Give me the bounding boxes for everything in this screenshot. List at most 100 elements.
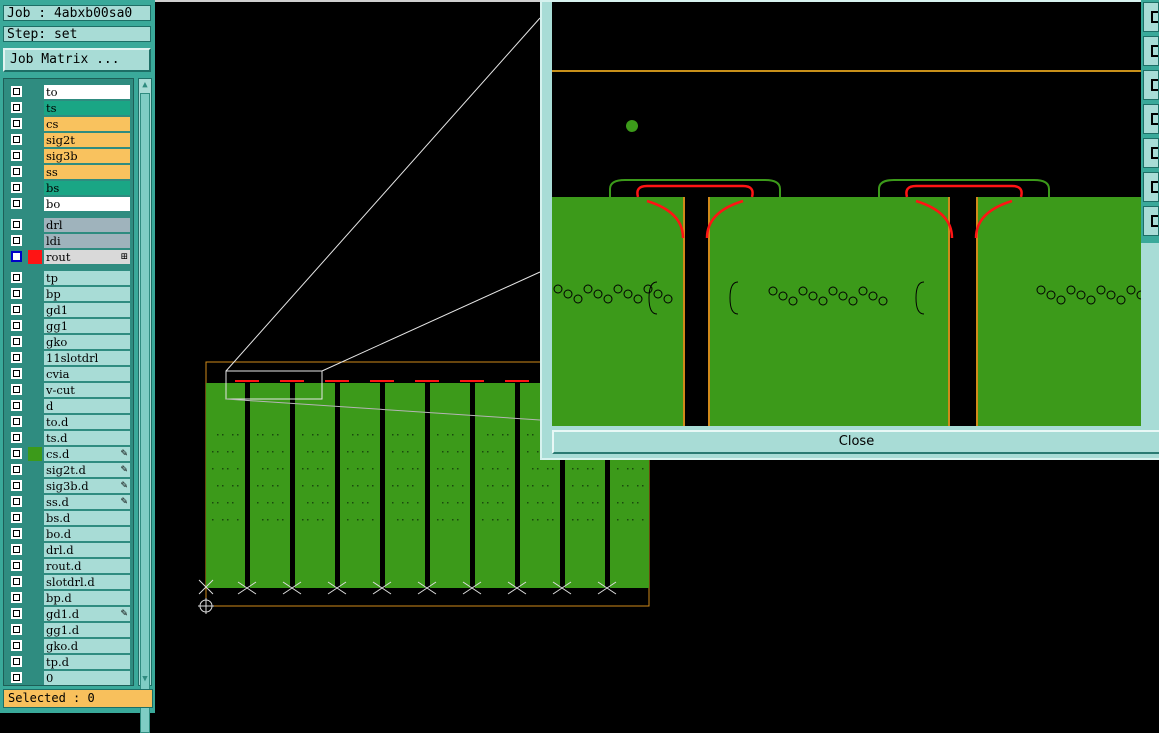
layer-name[interactable]: rout.d <box>44 559 130 573</box>
checkbox-icon[interactable] <box>11 560 22 571</box>
layer-name[interactable]: bo <box>44 197 130 211</box>
layer-name[interactable]: ss.d✎ <box>44 495 130 509</box>
layer-row[interactable]: gg1.d <box>8 623 130 637</box>
layer-row[interactable]: sig3b.d✎ <box>8 479 130 493</box>
checkbox-icon[interactable] <box>11 544 22 555</box>
layer-name[interactable]: bo.d <box>44 527 130 541</box>
checkbox-icon[interactable] <box>11 235 22 246</box>
layer-name[interactable]: gg1 <box>44 319 130 333</box>
close-button[interactable]: Close <box>552 430 1159 454</box>
checkbox-icon[interactable] <box>11 448 22 459</box>
layer-row[interactable]: bo.d <box>8 527 130 541</box>
layer-row[interactable]: cvia <box>8 367 130 381</box>
checkbox-icon[interactable] <box>11 166 22 177</box>
checkbox-icon[interactable] <box>11 608 22 619</box>
checkbox-icon[interactable] <box>11 288 22 299</box>
checkbox-icon[interactable] <box>11 134 22 145</box>
checkbox-icon[interactable] <box>11 496 22 507</box>
checkbox-icon[interactable] <box>11 576 22 587</box>
step-name-field[interactable]: Step: set <box>3 26 151 42</box>
checkbox-icon[interactable] <box>11 624 22 635</box>
checkbox-icon[interactable] <box>11 368 22 379</box>
checkbox-icon[interactable] <box>11 102 22 113</box>
layer-name[interactable]: tp <box>44 271 130 285</box>
toolbar-icon[interactable] <box>1143 70 1159 100</box>
checkbox-icon[interactable] <box>11 352 22 363</box>
scroll-down-arrow-icon[interactable]: ▼ <box>142 674 148 684</box>
layer-name[interactable]: v-cut <box>44 383 130 397</box>
checkbox-icon[interactable] <box>11 219 22 230</box>
layer-name[interactable]: cs <box>44 117 130 131</box>
layer-row[interactable]: drl <box>8 218 130 232</box>
layer-row[interactable]: gko <box>8 335 130 349</box>
layer-name[interactable]: bp.d <box>44 591 130 605</box>
toolbar-icon[interactable] <box>1143 2 1159 32</box>
layer-row[interactable]: ts <box>8 101 130 115</box>
layer-name[interactable]: rout⊞ <box>44 250 130 264</box>
zoom-region-box[interactable] <box>225 370 323 400</box>
layer-row[interactable]: rout.d <box>8 559 130 573</box>
layer-row[interactable]: cs <box>8 117 130 131</box>
layer-row[interactable]: d <box>8 399 130 413</box>
layer-name[interactable]: ts <box>44 101 130 115</box>
layer-row[interactable]: bs.d <box>8 511 130 525</box>
layer-row[interactable]: ldi <box>8 234 130 248</box>
layer-name[interactable]: 0 <box>44 671 130 685</box>
layer-name[interactable]: tp.d <box>44 655 130 669</box>
layer-row[interactable]: sig2t <box>8 133 130 147</box>
checkbox-icon[interactable] <box>11 640 22 651</box>
layer-name[interactable]: gko.d <box>44 639 130 653</box>
checkbox-icon[interactable] <box>11 432 22 443</box>
checkbox-icon[interactable] <box>11 198 22 209</box>
layer-row[interactable]: gd1 <box>8 303 130 317</box>
toolbar-icon[interactable] <box>1143 104 1159 134</box>
layer-row[interactable]: gg1 <box>8 319 130 333</box>
checkbox-icon[interactable] <box>11 272 22 283</box>
layer-name[interactable]: gko <box>44 335 130 349</box>
layer-name[interactable]: ts.d <box>44 431 130 445</box>
scroll-up-arrow-icon[interactable]: ▲ <box>142 80 148 90</box>
checkbox-icon[interactable] <box>11 86 22 97</box>
checkbox-icon[interactable] <box>11 320 22 331</box>
layer-name[interactable]: d <box>44 399 130 413</box>
layer-row[interactable]: to.d <box>8 415 130 429</box>
layer-row[interactable]: bp.d <box>8 591 130 605</box>
checkbox-icon[interactable] <box>11 464 22 475</box>
toolbar-icon[interactable] <box>1143 172 1159 202</box>
toolbar-icon[interactable] <box>1143 138 1159 168</box>
layer-name[interactable]: gd1.d✎ <box>44 607 130 621</box>
layer-name[interactable]: gd1 <box>44 303 130 317</box>
zoom-view[interactable] <box>552 2 1141 426</box>
layer-name[interactable]: ldi <box>44 234 130 248</box>
layer-row[interactable]: gd1.d✎ <box>8 607 130 621</box>
layer-name[interactable]: bp <box>44 287 130 301</box>
layer-name[interactable]: gg1.d <box>44 623 130 637</box>
layer-name[interactable]: cvia <box>44 367 130 381</box>
checkbox-icon[interactable] <box>11 480 22 491</box>
checkbox-icon[interactable] <box>11 251 22 262</box>
layer-name[interactable]: drl.d <box>44 543 130 557</box>
checkbox-icon[interactable] <box>11 182 22 193</box>
layer-name[interactable]: to <box>44 85 130 99</box>
layer-row[interactable]: ss.d✎ <box>8 495 130 509</box>
job-matrix-button[interactable]: Job Matrix ... <box>3 48 151 72</box>
layer-name[interactable]: ss <box>44 165 130 179</box>
toolbar-icon[interactable] <box>1143 36 1159 66</box>
layer-row[interactable]: sig2t.d✎ <box>8 463 130 477</box>
checkbox-icon[interactable] <box>11 304 22 315</box>
layer-row[interactable]: ts.d <box>8 431 130 445</box>
layer-row[interactable]: bp <box>8 287 130 301</box>
checkbox-icon[interactable] <box>11 592 22 603</box>
layer-row[interactable]: to <box>8 85 130 99</box>
layer-row[interactable]: bo <box>8 197 130 211</box>
checkbox-icon[interactable] <box>11 150 22 161</box>
layer-row[interactable]: gko.d <box>8 639 130 653</box>
layer-row[interactable]: sig3b <box>8 149 130 163</box>
layer-name[interactable]: 11slotdrl <box>44 351 130 365</box>
layer-row[interactable]: 11slotdrl <box>8 351 130 365</box>
layer-name[interactable]: to.d <box>44 415 130 429</box>
checkbox-icon[interactable] <box>11 416 22 427</box>
toolbar-icon[interactable] <box>1143 206 1159 236</box>
checkbox-icon[interactable] <box>11 384 22 395</box>
layer-name[interactable]: bs.d <box>44 511 130 525</box>
